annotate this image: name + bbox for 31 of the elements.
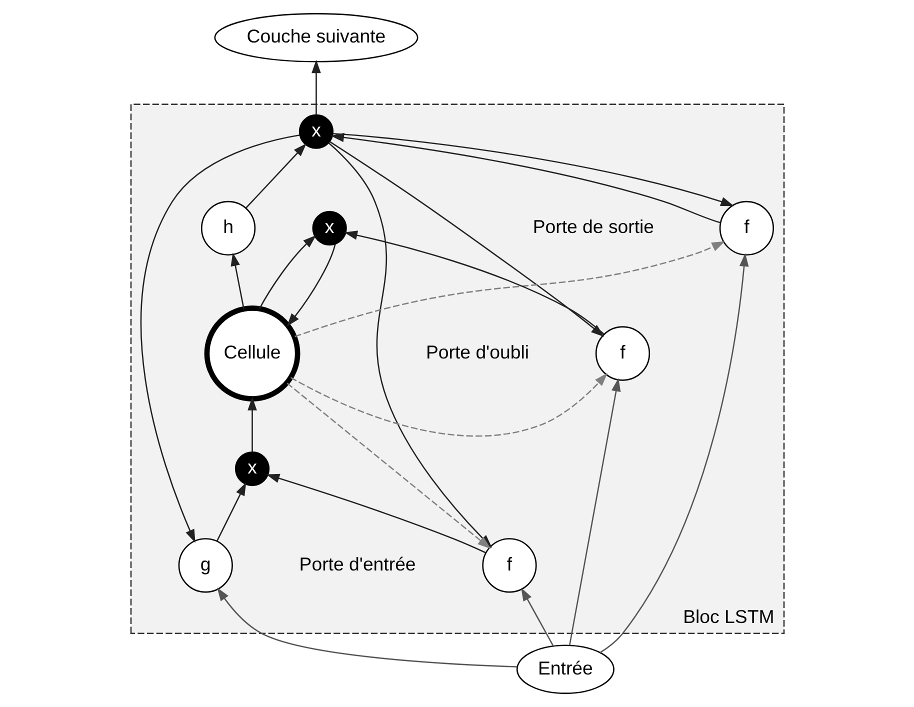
arrow — [245, 143, 306, 208]
node-ellipse: Couche suivante — [214, 13, 418, 62]
arrow — [266, 474, 486, 554]
arrow — [332, 132, 734, 206]
arrow — [520, 588, 554, 646]
node-circle: g — [178, 538, 232, 593]
arrow — [286, 244, 336, 327]
arrow — [140, 134, 300, 543]
arrow — [568, 378, 620, 646]
arrow — [311, 60, 320, 115]
node-circle: h — [200, 200, 256, 256]
node-label: Porte de sortie — [532, 216, 654, 238]
arrow — [344, 230, 604, 335]
arrow — [290, 372, 608, 437]
node-circle: f — [718, 200, 774, 256]
node-circle: x — [312, 210, 346, 246]
node-label: Porte d'entrée — [298, 553, 416, 574]
arrow — [216, 482, 246, 542]
arrow — [330, 132, 720, 224]
arrow — [230, 252, 244, 310]
arrow — [599, 253, 748, 654]
arrow — [286, 382, 490, 549]
node-circle: f — [594, 326, 650, 381]
node-circle: x — [234, 451, 270, 486]
arrow — [216, 588, 517, 668]
node-circle: x — [298, 114, 334, 149]
arrow — [247, 396, 256, 452]
node-circle: f — [482, 538, 536, 593]
node-label: Porte d'oubli — [425, 341, 529, 362]
node-ellipse: Entrée — [516, 644, 614, 694]
arrow — [258, 235, 316, 309]
